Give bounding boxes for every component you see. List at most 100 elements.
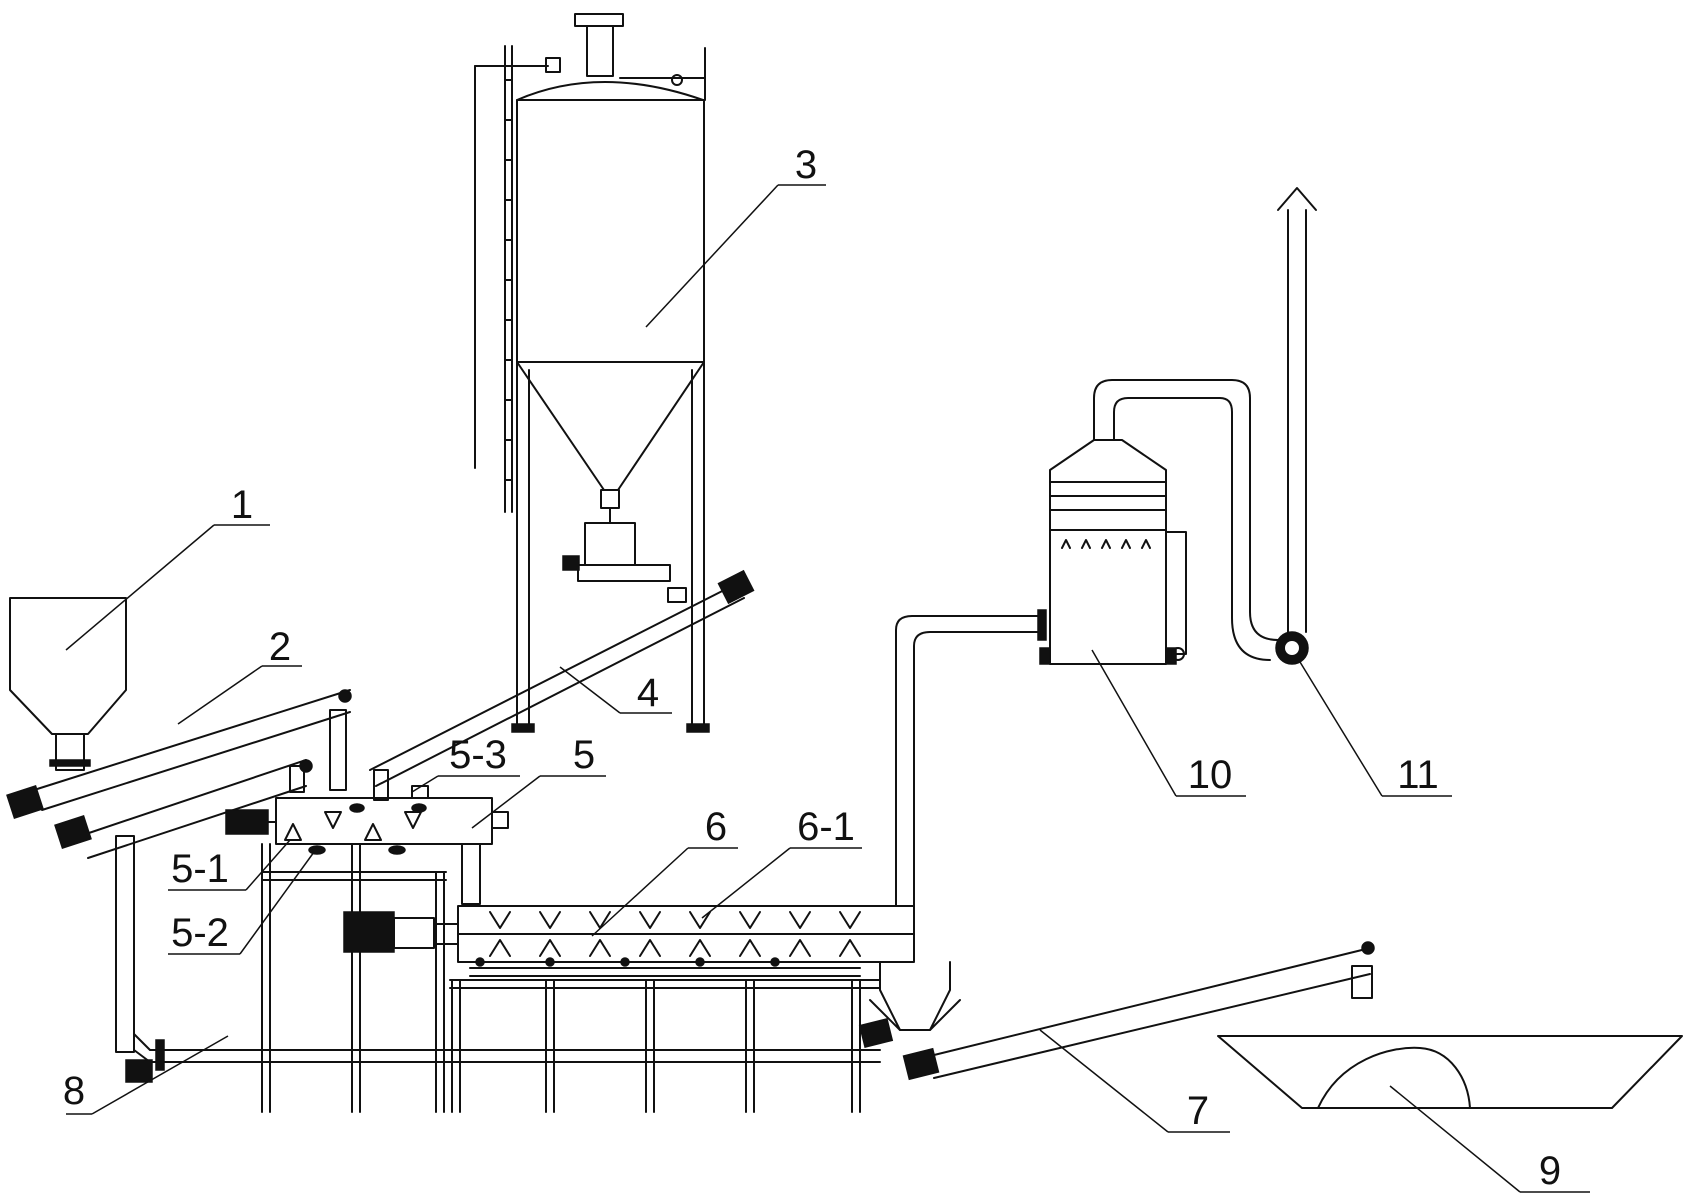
paddle [789, 911, 811, 929]
leader-lines [65, 184, 1590, 1193]
reactor-nozzle [475, 957, 485, 967]
conveyor-8-riser [115, 835, 135, 1053]
paddle [689, 939, 711, 957]
leader [239, 851, 315, 955]
conveyor-2b-drop [289, 765, 305, 793]
reactor-paddles [489, 911, 861, 957]
scrubber-leg [1165, 647, 1177, 665]
label-fan: 11 [1397, 753, 1439, 797]
mixer-paddle [404, 811, 422, 829]
mixer-outlet [461, 843, 481, 905]
paddle [539, 911, 561, 929]
mixer-body [275, 797, 493, 845]
mixer-motor [225, 809, 269, 835]
exhaust-duct [895, 609, 1047, 907]
pile-heap [1317, 1046, 1471, 1109]
mixer-nozzle [411, 803, 427, 813]
paddle [639, 911, 661, 929]
leader [1039, 1029, 1169, 1133]
conveyor-7-tube [929, 947, 1371, 1079]
hopper-outlet [55, 733, 85, 771]
scrubber-body [1049, 529, 1167, 665]
conveyor-2-drop [329, 709, 347, 791]
reactor-discharge-arms [869, 999, 961, 1031]
leader [65, 524, 215, 651]
mixer-paddle [324, 811, 342, 829]
paddle [589, 911, 611, 929]
duct-to-fan-outer [1093, 379, 1279, 641]
mixer-end [491, 811, 509, 829]
conveyor-4-inlet [667, 587, 687, 603]
paddle [489, 911, 511, 929]
silo-feeder-valve [600, 489, 620, 509]
label-conveyor-4: 4 [637, 671, 659, 715]
reactor [343, 905, 961, 1031]
conveyor-8 [115, 835, 881, 1083]
hopper-flange [49, 759, 91, 767]
conveyor-4 [369, 569, 755, 801]
reactor-gearbox [393, 917, 435, 949]
silo-body [516, 99, 705, 363]
leader [1091, 649, 1177, 797]
silo-vent-pipe [586, 25, 614, 77]
stack-duct [1093, 187, 1317, 665]
duct-outer [895, 615, 1041, 907]
reactor-nozzle [695, 957, 705, 967]
conveyor-7-drop [1351, 965, 1373, 999]
label-pile: 9 [1539, 1149, 1561, 1193]
leader [245, 839, 291, 891]
mixer-nozzle-bottom [308, 845, 326, 855]
pile-bin [1217, 1035, 1683, 1109]
label-scrubber: 10 [1188, 753, 1233, 797]
conveyor-7b-motor [858, 1018, 894, 1048]
conveyor-2-motor [6, 785, 44, 819]
label-mixer-sub1: 5-1 [171, 847, 229, 891]
mixer-paddle [364, 823, 382, 841]
silo-feeder-box [584, 522, 636, 566]
label-mixer-sub2: 5-2 [171, 911, 229, 955]
paddle [489, 939, 511, 957]
scrubber-sprays [1061, 539, 1151, 549]
labels: 1 2 3 4 5-3 5 5-1 5-2 6 6-1 7 8 9 10 11 [63, 143, 1561, 1193]
paddle [639, 939, 661, 957]
leader [177, 665, 263, 725]
conveyor-2b-motor [54, 815, 92, 849]
silo-roof [516, 81, 704, 101]
conveyor-8-motor [125, 1059, 153, 1083]
reactor-frame [449, 979, 881, 1113]
conveyor-2b-tube [79, 759, 307, 859]
hopper-body [9, 597, 127, 735]
leader [1389, 1085, 1521, 1193]
label-conveyor-2: 2 [269, 625, 291, 669]
fan-hub [1285, 641, 1299, 655]
conveyor-2-head [338, 689, 352, 703]
scrubber-top [1049, 439, 1167, 531]
silo-foot-right [686, 723, 710, 733]
conveyor-4-drop [373, 769, 389, 801]
label-hopper: 1 [231, 483, 253, 527]
reactor-motor [343, 911, 395, 953]
scrubber-recirc [1165, 531, 1187, 655]
conveyor-7 [858, 941, 1375, 1081]
paddle [839, 911, 861, 929]
paddle [789, 939, 811, 957]
mixer-frame [261, 843, 447, 1113]
duct-flange [1037, 609, 1047, 641]
paddle [689, 911, 711, 929]
conveyor-4-motor [717, 569, 755, 605]
scrubber [1039, 439, 1187, 665]
leader [471, 775, 541, 829]
conveyor-2-tube [33, 689, 351, 811]
conveyor-7-motor [902, 1047, 940, 1081]
leader [91, 1035, 229, 1115]
silo-screw-feeder [577, 564, 671, 582]
silo-valve [545, 57, 561, 73]
label-reactor-sub1: 6-1 [797, 805, 855, 849]
conveyor-2 [6, 689, 352, 819]
leader [411, 775, 439, 793]
label-mixer-sub3: 5-3 [449, 733, 507, 777]
reactor-nozzle [545, 957, 555, 967]
conveyor-2b [54, 759, 313, 859]
mixer-nozzle-bottom [388, 845, 406, 855]
silo-feeder-motor [562, 555, 580, 571]
